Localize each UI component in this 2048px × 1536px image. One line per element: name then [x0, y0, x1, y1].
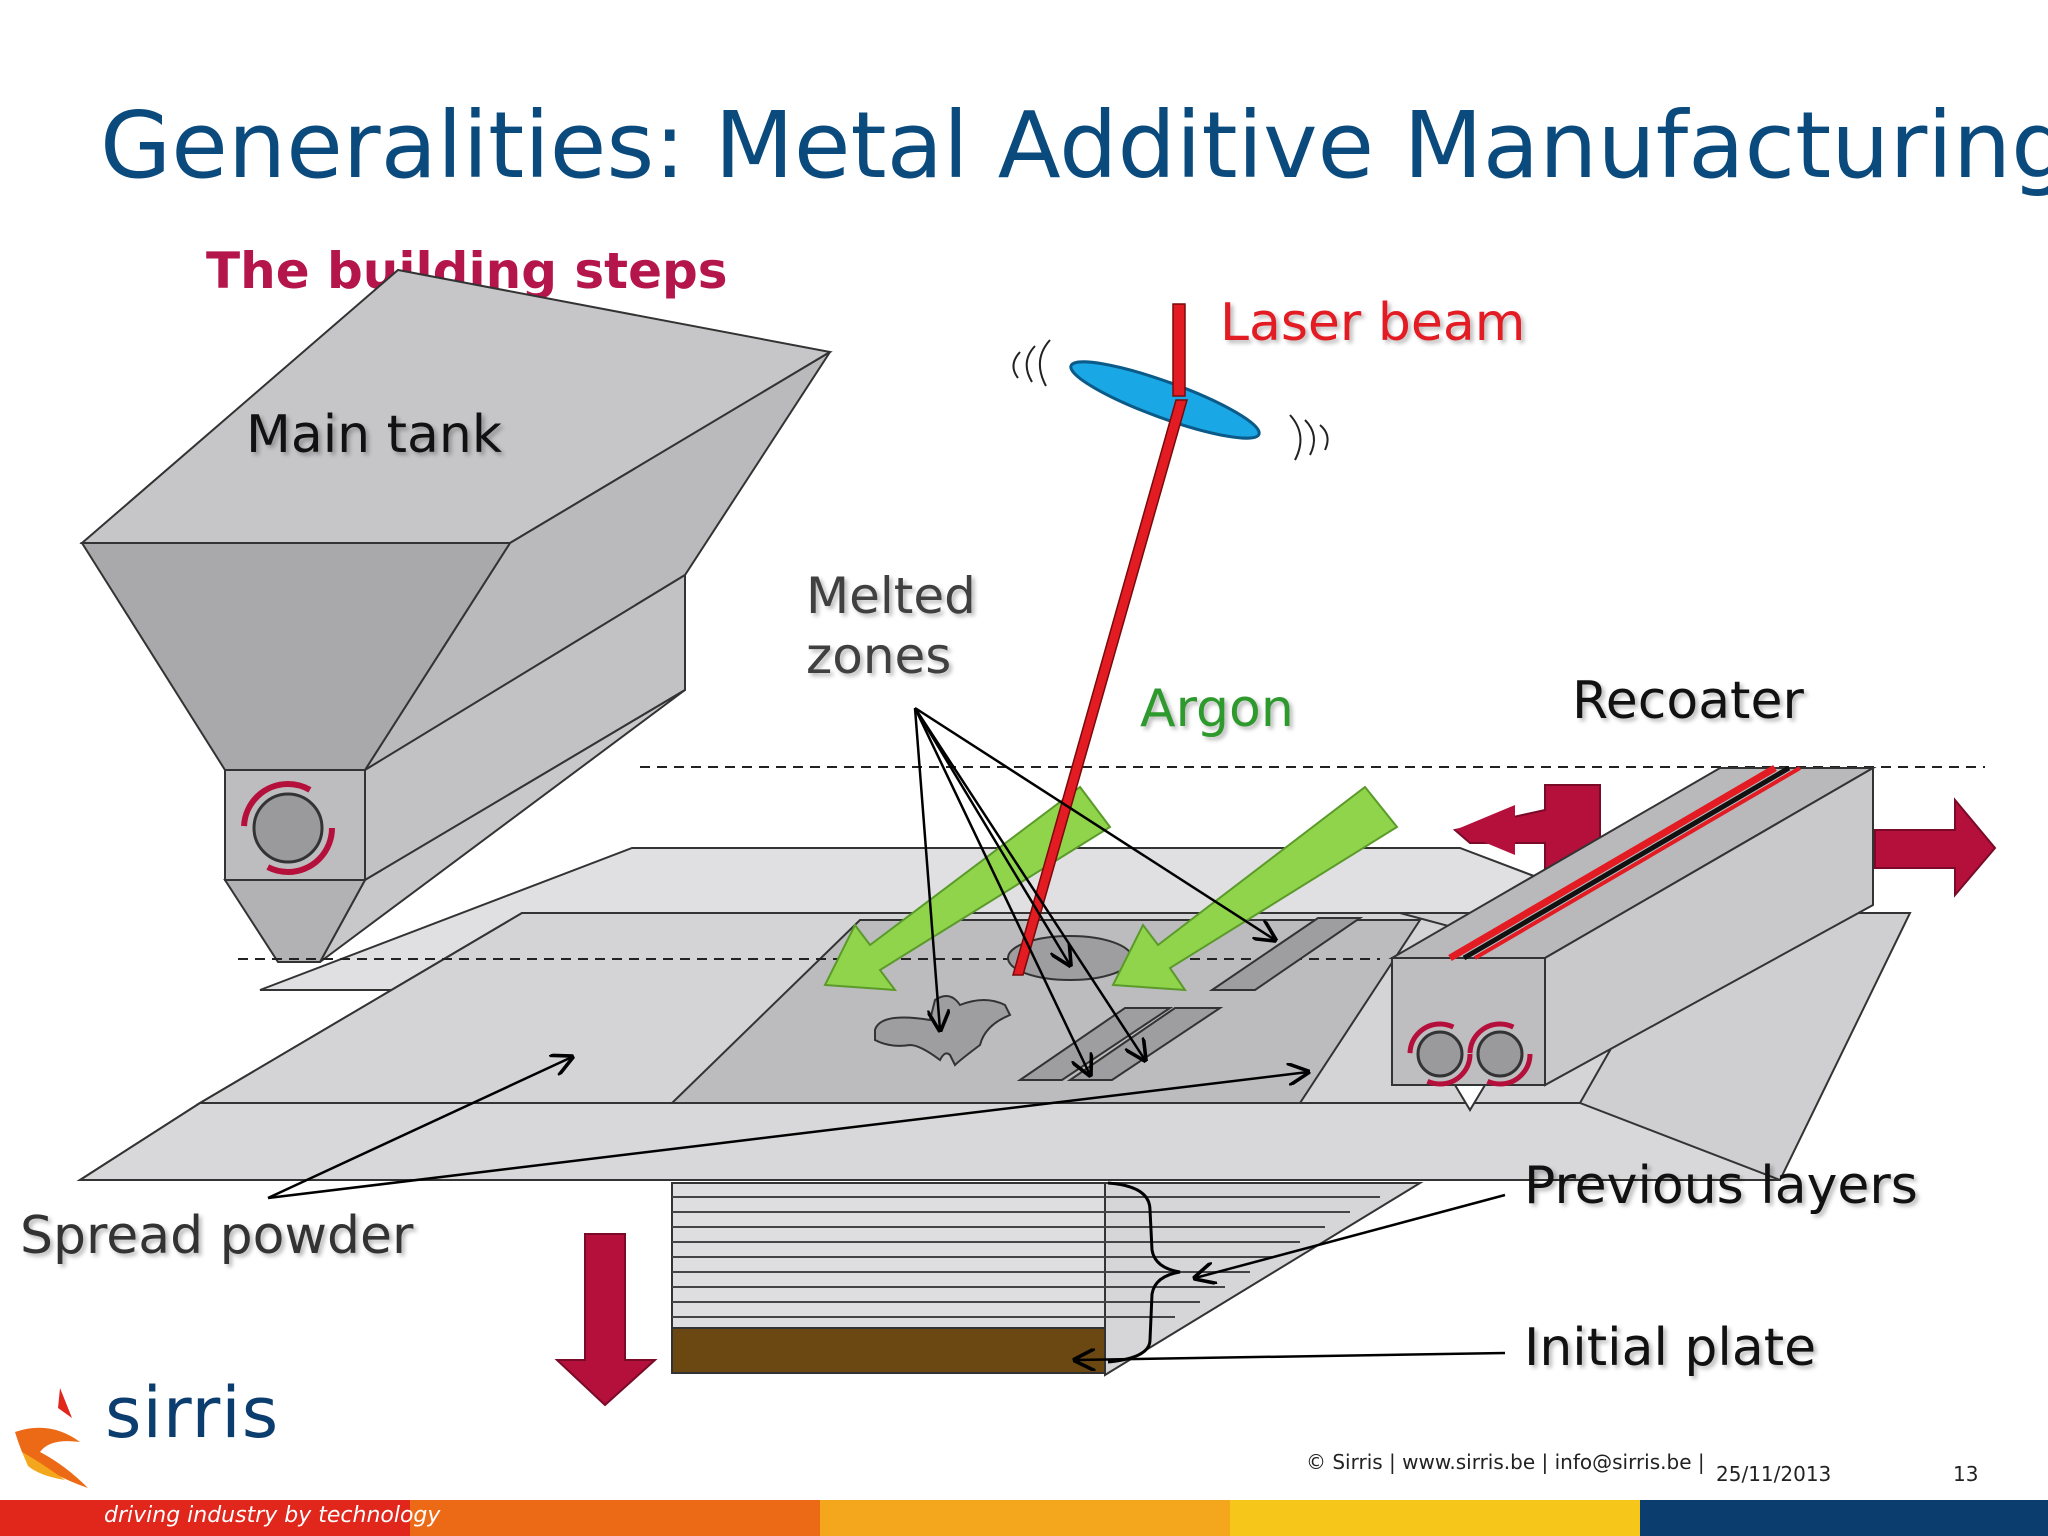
label-laser-beam: Laser beam [1220, 293, 1526, 353]
footer-bar-segment-5 [1640, 1500, 2048, 1536]
label-previous-layers: Previous layers [1524, 1156, 1918, 1216]
label-recoater: Recoater [1572, 671, 1804, 731]
footer-bar-segment-3 [820, 1500, 1230, 1536]
logo-wordmark: sirris [105, 1372, 280, 1454]
main-tank [79, 268, 833, 963]
scanning-lens [1069, 360, 1261, 440]
previous-layers-stack [671, 1181, 1424, 1377]
label-initial-plate: Initial plate [1524, 1318, 1817, 1378]
initial-plate [671, 1327, 1106, 1374]
label-spread-powder: Spread powder [20, 1206, 414, 1266]
footer-bar-segment-2 [410, 1500, 820, 1536]
footer-bar-segment-1 [0, 1500, 410, 1536]
footer-bar-segment-4 [1230, 1500, 1640, 1536]
footer-date: 25/11/2013 [1716, 1462, 1832, 1486]
slide-title: Generalities: Metal Additive Manufacturi… [100, 92, 2048, 199]
laser-system [1012, 303, 1329, 976]
footer-page-number: 13 [1953, 1462, 1979, 1486]
argon-arrow-right [1111, 785, 1399, 992]
label-melted-zones: Melted zones [806, 566, 976, 686]
sirris-logo: sirris [10, 1372, 310, 1520]
recoater-unit [1388, 764, 1997, 1112]
label-melted-zones-line2: zones [806, 627, 952, 685]
sirris-swoosh-icon [15, 1388, 88, 1488]
recoater-arrow-right [1874, 797, 1997, 898]
label-argon: Argon [1140, 679, 1294, 739]
argon-arrow-left [823, 785, 1112, 992]
label-melted-zones-line1: Melted [806, 567, 976, 625]
label-main-tank: Main tank [246, 405, 502, 465]
footer-copyright: © Sirris | www.sirris.be | info@sirris.b… [1306, 1450, 1705, 1474]
platform-down-arrow [554, 1233, 658, 1407]
annotation-pointers [267, 706, 1506, 1360]
logo-tagline: driving industry by technology [104, 1503, 441, 1528]
